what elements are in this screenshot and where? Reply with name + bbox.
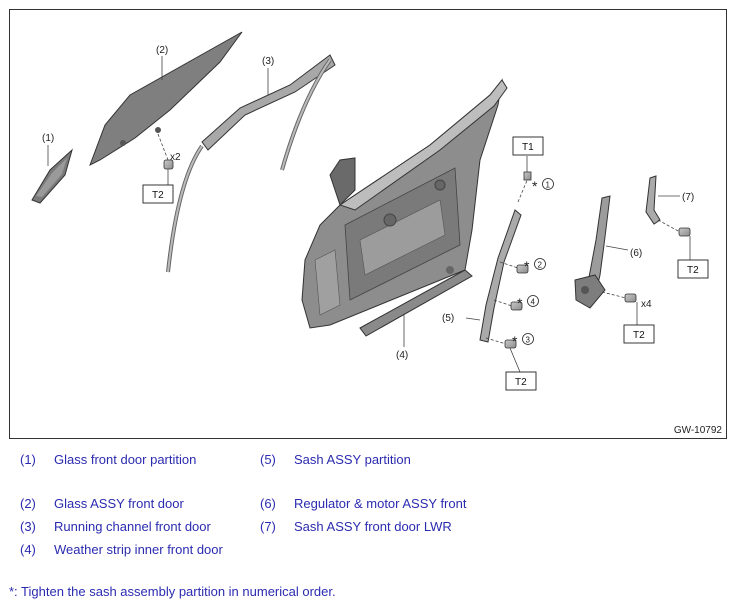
legend-num: (4) (20, 542, 36, 557)
svg-text:T2: T2 (687, 265, 699, 276)
svg-text:1: 1 (546, 181, 551, 190)
torque-box-t2-sash-lower: T2 (677, 259, 709, 279)
legend-item-3: (3) Running channel front door (20, 517, 260, 536)
callout-6: (6) (630, 248, 642, 259)
glass-partition-part (31, 145, 73, 204)
svg-text:3: 3 (526, 336, 531, 345)
legend-text: Glass ASSY front door (54, 496, 184, 511)
legend-text: Regulator & motor ASSY front (294, 496, 467, 511)
legend-text: Sash ASSY front door LWR (294, 519, 452, 534)
legend-text: Weather strip inner front door (54, 542, 223, 557)
legend-num: (2) (20, 496, 36, 511)
sequence-marker-4: * 4 (517, 295, 539, 311)
legend-item-7: (7) Sash ASSY front door LWR (260, 517, 520, 536)
svg-text:4: 4 (531, 298, 536, 307)
torque-box-t2-sash: T2 (505, 371, 537, 391)
callout-5: (5) (442, 313, 454, 324)
svg-text:T1: T1 (522, 142, 534, 153)
svg-text:*: * (517, 295, 523, 311)
svg-text:2: 2 (538, 261, 543, 270)
callout-1: (1) (42, 133, 54, 144)
legend-num: (3) (20, 519, 36, 534)
door-glass-part (89, 31, 243, 185)
svg-text:*: * (512, 333, 518, 349)
quantity-x4: x4 (641, 299, 652, 310)
svg-text:T2: T2 (515, 377, 527, 388)
callout-7: (7) (682, 192, 694, 203)
sash-lower-part (645, 175, 691, 260)
torque-box-t2-glass: T2 (142, 184, 174, 204)
sequence-marker-3: * 3 (512, 333, 534, 349)
legend-item-5: (5) Sash ASSY partition (260, 450, 520, 469)
sequence-marker-1: * 1 (532, 178, 554, 194)
legend-num: (5) (260, 452, 276, 467)
exploded-diagram: (1) (2) (3) (4) (5) (6) (7) x2 x4 * 1 * … (9, 9, 727, 439)
callout-4: (4) (396, 350, 408, 361)
svg-text:T2: T2 (152, 190, 164, 201)
legend-text: Glass front door partition (54, 452, 197, 467)
door-inner-panel (301, 78, 508, 329)
tightening-note: *: Tighten the sash assembly partition i… (9, 584, 336, 599)
callout-3: (3) (262, 56, 274, 67)
regulator-part (574, 195, 638, 325)
running-channel-part (166, 54, 336, 273)
legend-text: Running channel front door (54, 519, 211, 534)
legend-item-1: (1) Glass front door partition (20, 450, 260, 469)
legend-num: (6) (260, 496, 276, 511)
svg-text:*: * (524, 258, 530, 274)
legend-num: (1) (20, 452, 36, 467)
svg-text:*: * (532, 178, 538, 194)
legend-num: (7) (260, 519, 276, 534)
torque-box-t1: T1 (512, 136, 544, 156)
figure-id: GW-10792 (673, 425, 722, 436)
callout-2: (2) (156, 45, 168, 56)
legend-item-6: (6) Regulator & motor ASSY front (260, 494, 520, 513)
door-parts-illustration: (1) (2) (3) (4) (5) (6) (7) x2 x4 * 1 * … (31, 31, 709, 391)
weather-strip-part (359, 269, 473, 347)
svg-text:T2: T2 (633, 330, 645, 341)
legend-text: Sash ASSY partition (294, 452, 411, 467)
legend-item-4: (4) Weather strip inner front door (20, 540, 260, 580)
legend-item-2: (2) Glass ASSY front door (20, 494, 260, 513)
quantity-x2: x2 (170, 152, 181, 163)
torque-box-t2-regulator: T2 (623, 324, 655, 344)
sash-partition-part (465, 156, 532, 373)
sequence-marker-2: * 2 (524, 258, 546, 274)
